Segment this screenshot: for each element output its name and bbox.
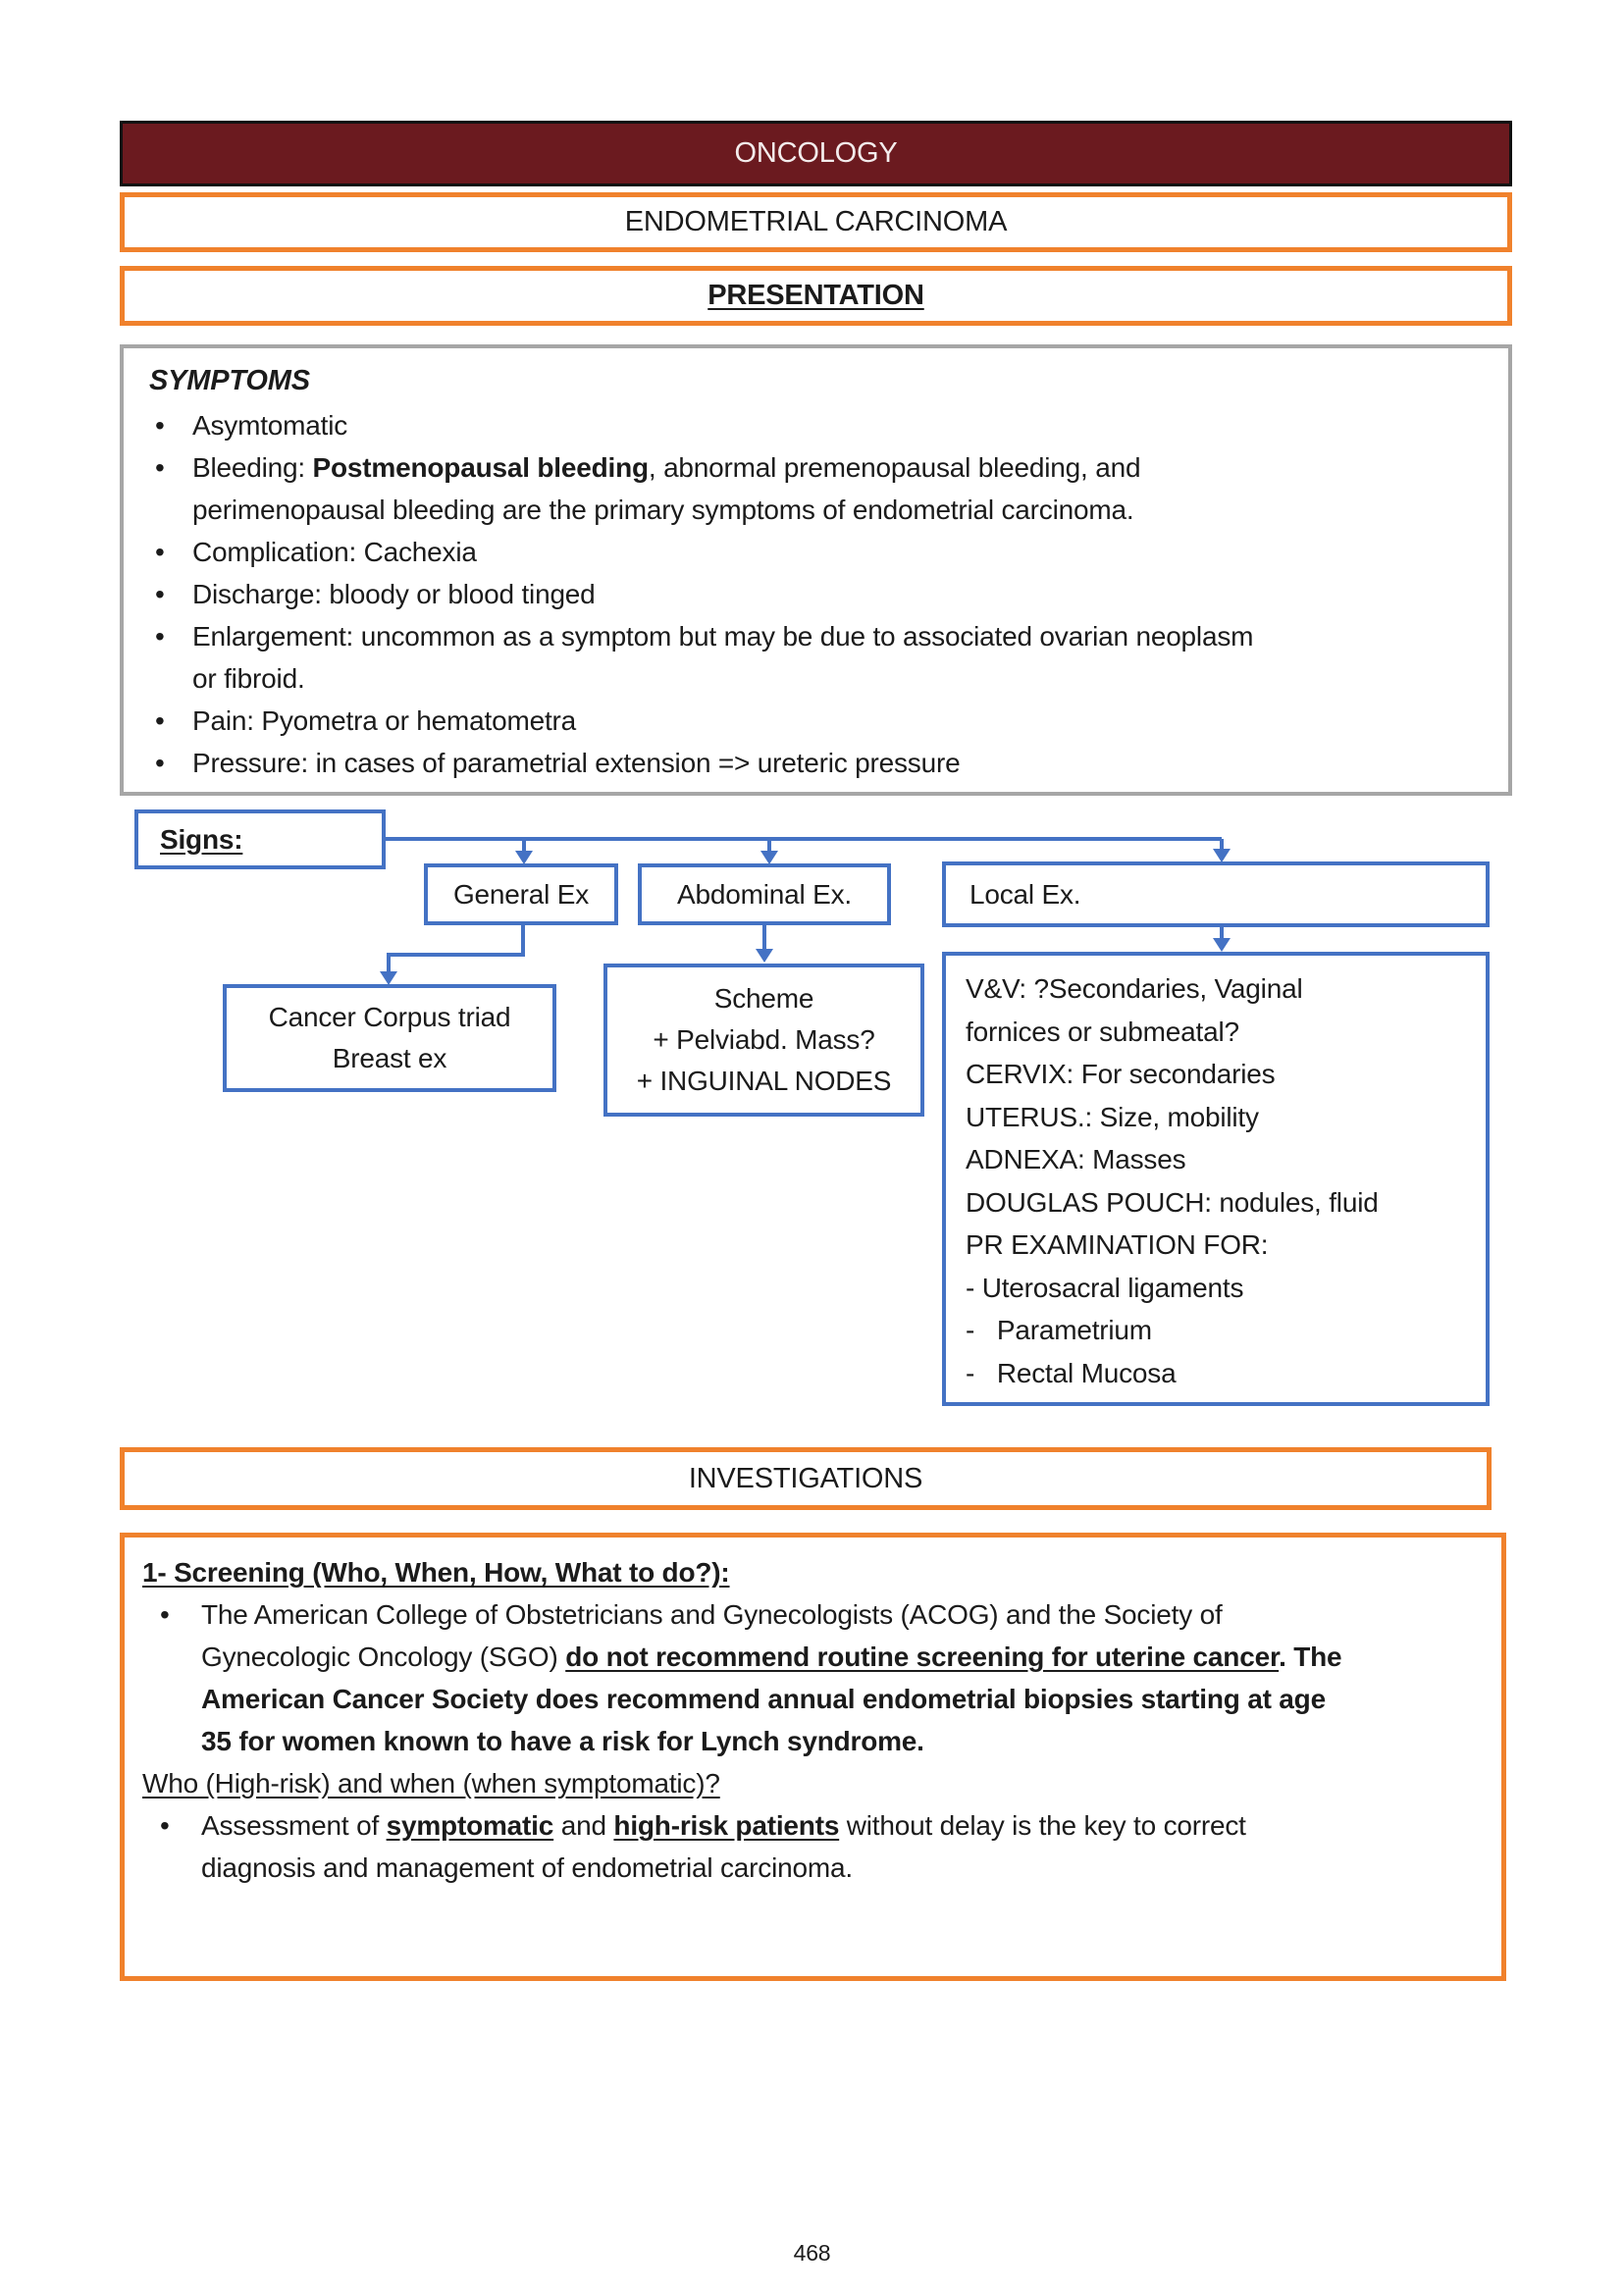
who-when-heading: Who (High-risk) and when (when symptomat…	[142, 1768, 720, 1799]
node-label: General Ex	[452, 878, 590, 910]
symptom-item-complication: Complication: Cachexia	[149, 531, 1479, 573]
symptom-text: Complication: Cachexia	[192, 537, 477, 567]
local-exam-line: CERVIX: For secondaries	[966, 1059, 1276, 1089]
section-title-bar: ONCOLOGY	[120, 121, 1512, 186]
symptom-text: Asymtomatic	[192, 410, 348, 441]
local-ex-detail-box: V&V: ?Secondaries, Vaginal fornices or s…	[942, 952, 1490, 1406]
investigations-title-bar: INVESTIGATIONS	[120, 1447, 1492, 1510]
section-title: ONCOLOGY	[734, 137, 898, 169]
screening-text-bold: 35 for women known to have a risk for Ly…	[201, 1726, 924, 1756]
local-exam-line: UTERUS.: Size, mobility	[966, 1101, 1259, 1132]
symptom-text: , abnormal premenopausal bleeding, and	[648, 452, 1141, 483]
symptom-text: Enlargement: uncommon as a symptom but m…	[192, 621, 1254, 652]
local-exam-line: PR EXAMINATION FOR:	[966, 1229, 1269, 1260]
symptoms-list: Asymtomatic Bleeding: Postmenopausal ble…	[149, 404, 1479, 784]
screening-heading: 1- Screening (Who, When, How, What to do…	[142, 1557, 730, 1588]
screening-item-acog: The American College of Obstetricians an…	[142, 1593, 1476, 1762]
node-general-ex: General Ex	[424, 863, 618, 925]
screening-text-bold: American Cancer Society does recommend a…	[201, 1684, 1326, 1714]
detail-line: + Pelviabd. Mass?	[653, 1024, 875, 1055]
symptom-text: perimenopausal bleeding are the primary …	[192, 495, 1134, 525]
signs-label: Signs:	[160, 823, 243, 855]
symptom-item-discharge: Discharge: bloody or blood tinged	[149, 573, 1479, 615]
page-number: 468	[793, 2240, 831, 2266]
detail-line: Scheme	[713, 983, 814, 1014]
symptoms-heading: SYMPTOMS	[149, 365, 310, 396]
screening-text-bold-underline: high-risk patients	[613, 1810, 840, 1841]
screening-text: The American College of Obstetricians an…	[201, 1599, 1223, 1630]
symptom-item-asymptomatic: Asymtomatic	[149, 404, 1479, 446]
presentation-title: PRESENTATION	[707, 280, 924, 311]
page-title-bar: ENDOMETRIAL CARCINOMA	[120, 192, 1512, 252]
node-local-ex: Local Ex.	[942, 861, 1490, 927]
symptom-text: Pressure: in cases of parametrial extens…	[192, 748, 961, 778]
symptom-text: Discharge: bloody or blood tinged	[192, 579, 596, 609]
local-exam-line: DOUGLAS POUCH: nodules, fluid	[966, 1186, 1379, 1218]
symptom-item-enlargement: Enlargement: uncommon as a symptom but m…	[149, 615, 1479, 700]
page-title: ENDOMETRIAL CARCINOMA	[624, 206, 1008, 237]
presentation-title-bar: PRESENTATION	[120, 266, 1512, 326]
local-exam-line: fornices or submeatal?	[966, 1016, 1239, 1047]
symptom-text-bold: Postmenopausal bleeding	[312, 452, 650, 483]
screening-text-bold: . The	[1279, 1642, 1342, 1672]
screening-item-assessment: Assessment of symptomatic and high-risk …	[142, 1804, 1476, 1889]
screening-list-2: Assessment of symptomatic and high-risk …	[142, 1804, 1476, 1889]
symptom-item-pressure: Pressure: in cases of parametrial extens…	[149, 742, 1479, 784]
local-exam-line: - Parametrium	[966, 1315, 1152, 1345]
screening-text: without delay is the key to correct	[839, 1810, 1246, 1841]
symptom-item-pain: Pain: Pyometra or hematometra	[149, 700, 1479, 742]
detail-line: Breast ex	[332, 1043, 447, 1073]
screening-text: diagnosis and management of endometrial …	[201, 1852, 853, 1883]
screening-text: Assessment of	[201, 1810, 387, 1841]
screening-text-bold-underline: symptomatic	[386, 1810, 554, 1841]
local-exam-line: - Uterosacral ligaments	[966, 1272, 1244, 1303]
detail-line: Cancer Corpus triad	[268, 1002, 511, 1032]
local-exam-line: ADNEXA: Masses	[966, 1144, 1186, 1174]
screening-box: 1- Screening (Who, When, How, What to do…	[120, 1533, 1506, 1981]
investigations-title: INVESTIGATIONS	[688, 1462, 923, 1494]
symptom-text: Pain: Pyometra or hematometra	[192, 705, 577, 736]
node-label: Abdominal Ex.	[677, 878, 852, 910]
screening-text: Gynecologic Oncology (SGO)	[201, 1642, 566, 1672]
abdominal-ex-detail-box: Scheme + Pelviabd. Mass? + INGUINAL NODE…	[603, 964, 924, 1117]
node-abdominal-ex: Abdominal Ex.	[638, 863, 891, 925]
screening-text: and	[553, 1810, 614, 1841]
local-exam-line: V&V: ?Secondaries, Vaginal	[966, 973, 1303, 1004]
screening-text-bold-underline: do not recommend routine screening for u…	[565, 1642, 1280, 1672]
node-label: Local Ex.	[969, 878, 1081, 910]
general-ex-detail-box: Cancer Corpus triad Breast ex	[223, 984, 556, 1092]
screening-list: The American College of Obstetricians an…	[142, 1593, 1476, 1762]
signs-label-box: Signs:	[134, 809, 386, 869]
symptom-text: Bleeding:	[192, 452, 313, 483]
symptom-item-bleeding: Bleeding: Postmenopausal bleeding, abnor…	[149, 446, 1479, 531]
local-exam-line: - Rectal Mucosa	[966, 1357, 1177, 1388]
symptoms-box: SYMPTOMS Asymtomatic Bleeding: Postmenop…	[120, 344, 1512, 796]
symptom-text: or fibroid.	[192, 663, 305, 694]
detail-line: + INGUINAL NODES	[636, 1066, 892, 1096]
